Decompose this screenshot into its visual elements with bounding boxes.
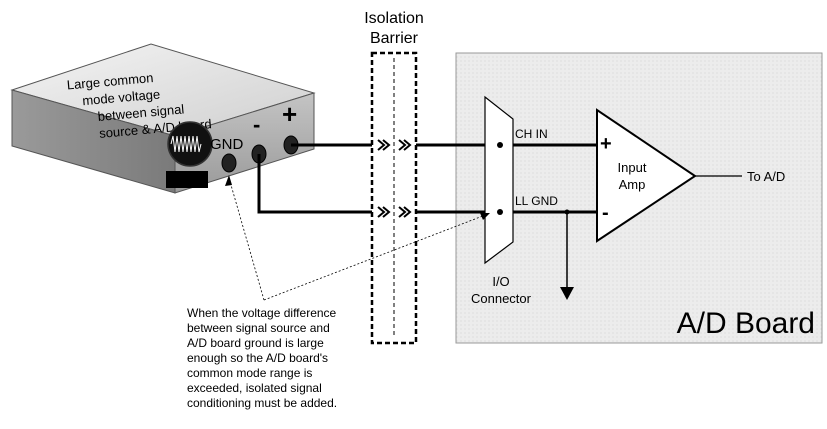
barrier-title-2: Barrier	[370, 30, 419, 47]
amp-plus-sign: +	[600, 133, 612, 155]
arrowhead-gnd-icon	[225, 175, 232, 186]
ch-in-node	[497, 142, 503, 148]
waveform-trace	[170, 135, 202, 153]
ground-arrow-icon	[560, 287, 574, 300]
barrier-chevrons	[377, 139, 412, 218]
source-minus-label: -	[253, 112, 260, 137]
note-line-5: common mode range is	[187, 366, 312, 380]
ll-gnd-label: LL GND	[515, 194, 558, 208]
gnd-terminal	[221, 153, 237, 173]
amp-minus-sign: -	[602, 202, 609, 224]
gnd-label: GND	[210, 136, 244, 153]
source-plus-label: +	[282, 99, 297, 129]
ll-gnd-node	[497, 209, 503, 215]
note-line-7: conditioning must be added.	[187, 396, 337, 410]
io-label-1: I/O	[492, 274, 509, 289]
digital-display-text: 88:88	[169, 172, 205, 188]
note-line-1: When the voltage difference	[187, 306, 337, 320]
digital-display	[166, 171, 208, 188]
note-line-2: between signal source and	[187, 321, 330, 335]
note-line-4: enough so the A/D board's	[187, 351, 328, 365]
ad-board-title: A/D Board	[677, 307, 815, 340]
io-label-2: Connector	[471, 291, 532, 306]
signal-source-box	[10, 43, 316, 194]
to-ad-label: To A/D	[747, 169, 785, 184]
note-line-6: exceeded, isolated signal	[187, 381, 322, 395]
ch-in-label: CH IN	[515, 127, 548, 141]
annotation-arrows	[228, 177, 489, 301]
input-amplifier	[596, 108, 697, 243]
barrier-title-1: Isolation	[364, 10, 424, 27]
arrowhead-connector-icon	[480, 213, 490, 220]
note-line-3: A/D board ground is large	[187, 336, 324, 350]
source-line-2: mode voltage	[82, 86, 161, 108]
io-connector	[484, 95, 514, 265]
annotation-note: When the voltage difference between sign…	[187, 306, 340, 410]
amp-label-2: Amp	[619, 177, 646, 192]
amp-label-1: Input	[618, 160, 647, 175]
